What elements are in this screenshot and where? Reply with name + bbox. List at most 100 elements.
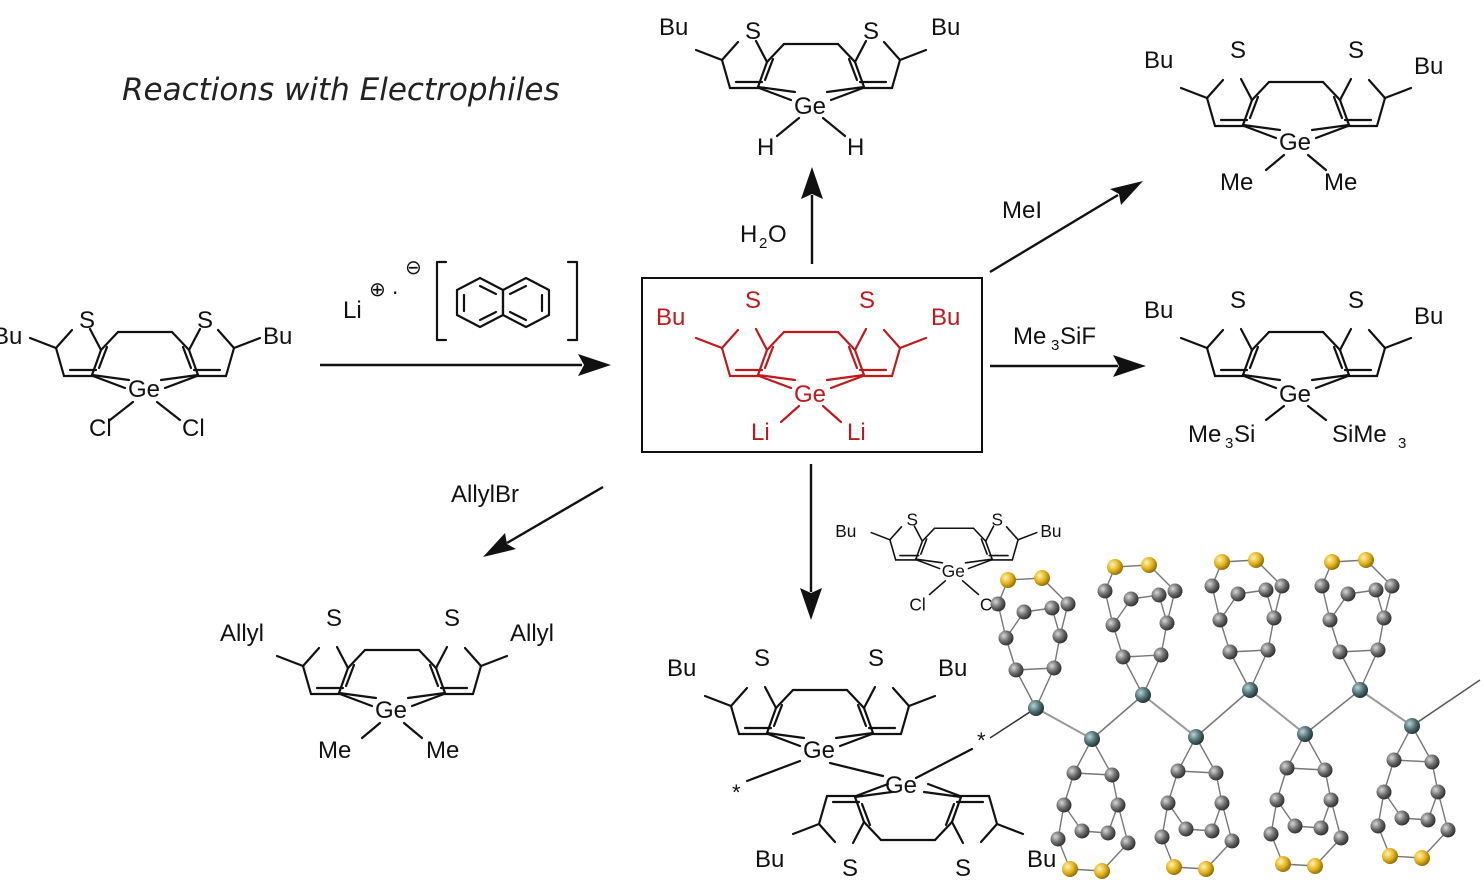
carbon-atom-sphere <box>1208 765 1224 781</box>
atom-sulfur: S <box>745 287 761 314</box>
polymer-end-star: * <box>732 780 741 805</box>
label-sime3-subscript: 3 <box>1398 435 1406 452</box>
crystal-bond <box>1249 689 1306 735</box>
carbon-atom-sphere <box>1313 820 1329 836</box>
germanium-atom-sphere <box>1352 682 1368 698</box>
carbon-atom-sphere <box>1224 833 1240 849</box>
atom-germanium: Ge <box>1279 129 1311 156</box>
carbon-atom-sphere <box>1052 628 1068 644</box>
arrow-methylation <box>989 181 1143 274</box>
carbon-atom-sphere <box>1044 600 1060 616</box>
arrow-polymerization <box>800 464 822 620</box>
atom-germanium: Ge <box>803 737 835 764</box>
label-butyl: Bu <box>931 304 960 331</box>
sulfur-atom-sphere <box>1214 554 1230 570</box>
carbon-atom-sphere <box>1322 612 1338 628</box>
left-bracket <box>435 260 448 342</box>
carbon-atom-sphere <box>1066 765 1082 781</box>
label-me3sif-me: Me <box>1013 323 1046 350</box>
sulfur-atom-sphere <box>1166 859 1182 875</box>
atom-lithium: Li <box>751 419 770 446</box>
carbon-atom-sphere <box>1008 662 1024 678</box>
crystal-bond <box>1304 689 1361 735</box>
carbon-atom-sphere <box>1105 617 1121 633</box>
carbon-atom-sphere <box>1263 826 1279 842</box>
atom-germanium: Ge <box>885 772 917 799</box>
germanium-atom-sphere <box>1135 687 1151 703</box>
product-polygermole: S S Ge Bu Bu Ge S S Bu Bu * * <box>667 645 1056 882</box>
carbon-atom-sphere <box>1269 792 1285 808</box>
naphthalene-ring-icon <box>455 276 551 329</box>
carbon-atom-sphere <box>1440 822 1456 838</box>
arrow-reduction <box>320 354 611 376</box>
carbon-atom-sphere <box>1016 604 1032 620</box>
atom-lithium: Li <box>847 419 866 446</box>
right-bracket <box>566 260 579 342</box>
dilithio-germole-box <box>641 277 983 453</box>
germanium-atom-sphere <box>1242 682 1258 698</box>
arrow-silylation <box>990 355 1146 377</box>
label-butyl: Bu <box>1414 303 1443 330</box>
label-me3sif-sif: SiF <box>1060 323 1096 350</box>
atom-chlorine: Cl <box>89 415 112 442</box>
carbon-atom-sphere <box>1370 818 1386 834</box>
carbon-atom-sphere <box>1153 647 1169 663</box>
atom-sulfur: S <box>754 645 770 672</box>
polymer-end-star: * <box>977 728 986 753</box>
carbon-atom-sphere <box>1323 792 1339 808</box>
carbon-atom-sphere <box>1123 591 1139 607</box>
product-diallyl-dimethylgermole: S S Ge Allyl Allyl Me Me <box>220 605 554 764</box>
atom-sulfur: S <box>991 509 1003 529</box>
label-trimethylsilyl: Me 3 Si <box>1188 421 1255 452</box>
arrow-hydrolysis <box>801 167 823 264</box>
carbon-atom-sphere <box>1279 760 1295 776</box>
carbon-atom-sphere <box>1115 649 1131 665</box>
carbon-atom-sphere <box>1376 784 1392 800</box>
carbon-atom-sphere <box>1097 583 1113 599</box>
reagent-trimethylsilyl-fluoride: Me 3 SiF <box>1013 323 1096 354</box>
carbon-atom-sphere <box>1368 582 1384 598</box>
label-methyl: Me <box>1220 169 1253 196</box>
label-butyl: Bu <box>931 14 960 41</box>
arrow-allylation <box>483 485 604 557</box>
atom-sulfur: S <box>1230 287 1246 314</box>
carbon-atom-sphere <box>1287 818 1303 834</box>
carbon-atom-sphere <box>1258 582 1274 598</box>
atom-hydrogen: H <box>757 134 774 161</box>
carbon-atom-sphere <box>1212 612 1228 628</box>
crystal-bond <box>1195 689 1251 738</box>
carbon-atom-sphere <box>1230 586 1246 602</box>
label-butyl: Bu <box>659 14 688 41</box>
reagent-water: H 2 O <box>740 221 787 252</box>
atom-sulfur: S <box>197 307 213 334</box>
atom-germanium: Ge <box>794 93 826 120</box>
sulfur-atom-sphere <box>1248 552 1264 568</box>
sulfur-atom-sphere <box>1094 863 1110 879</box>
dilithio-germole: S S Ge Bu Bu Li Li <box>656 287 960 446</box>
carbon-atom-sphere <box>1110 797 1126 813</box>
atom-hydrogen: H <box>847 134 864 161</box>
scheme-title: Reactions with Electrophiles <box>122 72 560 108</box>
carbon-atom-sphere <box>1120 835 1136 851</box>
crystal-bond <box>989 707 1037 739</box>
reagent-allyl-bromide: AllylBr <box>451 481 519 508</box>
carbon-atom-sphere <box>1376 610 1392 626</box>
carbon-atom-sphere <box>1178 821 1194 837</box>
carbon-atom-sphere <box>1386 752 1402 768</box>
atom-chlorine: Cl <box>909 594 925 614</box>
germanium-atom-sphere <box>1028 700 1044 716</box>
product-bis-trimethylsilyl-germole: S S Ge Bu Bu Me 3 Si SiMe 3 <box>1144 287 1443 452</box>
label-methyl: Me <box>426 737 459 764</box>
atom-germanium: Ge <box>942 561 965 581</box>
label-butyl: Bu <box>1144 297 1173 324</box>
carbon-atom-sphere <box>1204 578 1220 594</box>
label-methyl: Me <box>318 737 351 764</box>
carbon-atom-sphere <box>1222 644 1238 660</box>
crystal-bond <box>1359 689 1413 727</box>
carbon-atom-sphere <box>1074 823 1090 839</box>
sulfur-atom-sphere <box>1324 554 1340 570</box>
atom-sulfur: S <box>863 18 879 45</box>
carbon-atom-sphere <box>1424 754 1440 770</box>
carbon-atom-sphere <box>1384 578 1400 594</box>
atom-germanium: Ge <box>128 376 160 403</box>
